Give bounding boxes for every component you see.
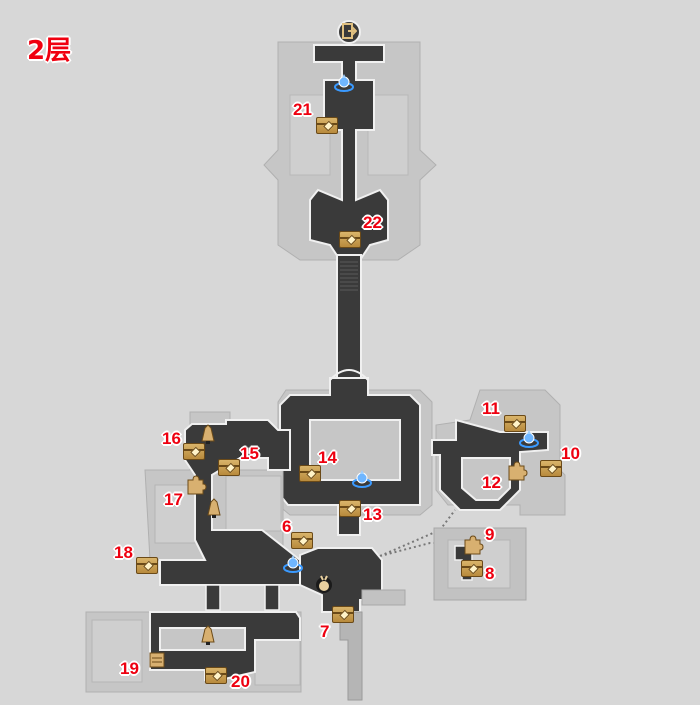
map-label: 7 [320, 622, 330, 641]
treasure-chest-icon[interactable] [291, 532, 313, 549]
treasure-chest-icon[interactable] [183, 443, 205, 460]
exit-door-icon[interactable] [341, 22, 358, 40]
left-wing-walkable [159, 419, 301, 586]
bell-icon[interactable] [198, 624, 218, 646]
floor-title: 2层 [27, 36, 72, 66]
bottom-left-walkable [149, 611, 301, 681]
treasure-chest-icon[interactable] [332, 606, 354, 623]
treasure-chest-icon[interactable] [504, 415, 526, 432]
map-label: 22 [363, 213, 382, 232]
map-label: 17 [164, 490, 183, 509]
npc-icon[interactable] [314, 574, 334, 594]
map-label: 6 [282, 517, 292, 536]
puzzle-piece-icon[interactable] [185, 474, 207, 496]
map-label: 8 [485, 564, 495, 583]
map-label: 15 [240, 444, 259, 463]
treasure-chest-icon[interactable] [218, 459, 240, 476]
space-anchor-icon[interactable] [518, 428, 540, 450]
map-label: 18 [114, 543, 133, 562]
treasure-chest-icon[interactable] [299, 465, 321, 482]
puzzle-piece-icon[interactable] [462, 534, 484, 556]
map-label: 16 [162, 429, 181, 448]
map-label: 14 [318, 448, 337, 467]
central-hall [279, 377, 421, 536]
map-label: 12 [482, 473, 501, 492]
bell-icon[interactable] [204, 497, 224, 519]
map-label: 13 [363, 505, 382, 524]
map-label: 9 [485, 525, 495, 544]
treasure-chest-icon[interactable] [136, 557, 158, 574]
space-anchor-icon[interactable] [282, 553, 304, 575]
map-label: 21 [293, 100, 312, 119]
treasure-chest-icon[interactable] [316, 117, 338, 134]
scroll-icon[interactable] [147, 650, 167, 670]
space-anchor-icon[interactable] [351, 468, 373, 490]
space-anchor-icon[interactable] [333, 72, 355, 94]
map-label: 10 [561, 444, 580, 463]
treasure-chest-icon[interactable] [205, 667, 227, 684]
puzzle-piece-icon[interactable] [506, 460, 528, 482]
treasure-chest-icon[interactable] [339, 231, 361, 248]
treasure-chest-icon[interactable] [461, 560, 483, 577]
treasure-chest-icon[interactable] [540, 460, 562, 477]
map-label: 20 [231, 672, 250, 691]
map-label: 19 [120, 659, 139, 678]
map-label: 11 [482, 399, 500, 418]
bell-icon[interactable] [198, 423, 218, 445]
treasure-chest-icon[interactable] [339, 500, 361, 517]
